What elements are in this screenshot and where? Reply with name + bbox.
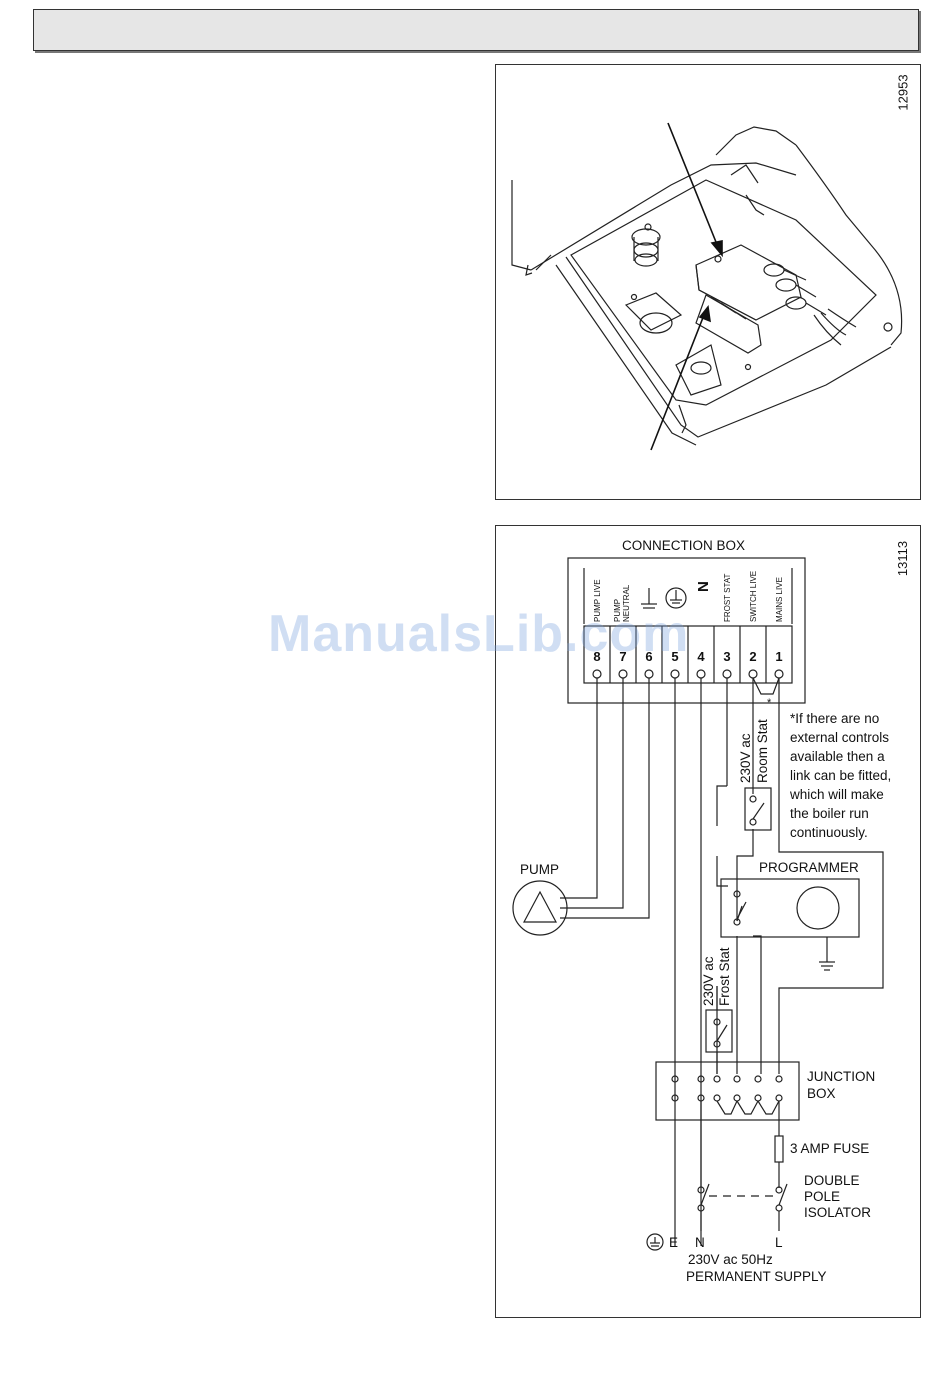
terminal-label-pump-live: PUMP LIVE <box>593 579 602 622</box>
pump-label: PUMP <box>520 862 559 877</box>
terminal-number-2: 2 <box>749 649 756 664</box>
boiler-drawing <box>511 122 903 451</box>
supply-terminal-e: E <box>669 1235 678 1250</box>
supply-terminal-n: N <box>695 1235 705 1250</box>
supply-terminal-l: L <box>775 1235 783 1250</box>
room-stat-label-1: 230V ac <box>738 733 753 783</box>
room-stat-label-2: Room Stat <box>755 719 770 783</box>
programmer-dial <box>796 886 840 930</box>
note-line-1: *If there are no <box>790 711 879 726</box>
supply-label-2: PERMANENT SUPPLY <box>686 1269 827 1284</box>
wiring-diagram: 8 7 6 5 4 3 2 1 PUMP LIVE PUMP NEUTRAL F… <box>512 538 891 1284</box>
figure-number-top: 12953 <box>895 74 911 111</box>
note-line-2: external controls <box>790 730 889 745</box>
junction-box-label-1: JUNCTION <box>807 1069 875 1084</box>
isolator-label-2: POLE <box>804 1189 840 1204</box>
isolator-label-1: DOUBLE <box>804 1173 860 1188</box>
note-line-4: link can be fitted, <box>790 768 891 783</box>
isolator-label-3: ISOLATOR <box>804 1205 871 1220</box>
connection-box-title: CONNECTION BOX <box>622 538 745 553</box>
watermark: ManualsLib.com <box>268 605 690 663</box>
junction-box <box>655 1061 800 1121</box>
terminal-number-1: 1 <box>775 649 782 664</box>
link-marker: * <box>767 697 772 709</box>
note-line-6: the boiler run <box>790 806 869 821</box>
terminal-number-3: 3 <box>723 649 730 664</box>
terminal-number-8: 8 <box>593 649 600 664</box>
frost-stat-label-2: Frost Stat <box>717 947 732 1006</box>
frost-stat-label-1: 230V ac <box>701 956 716 1006</box>
terminal-number-7: 7 <box>619 649 626 664</box>
connection-box-outline <box>567 557 806 704</box>
note-line-3: available then a <box>790 749 885 764</box>
terminal-number-6: 6 <box>645 649 652 664</box>
programmer-box <box>720 878 860 938</box>
boiler-illustration-panel: 12953 <box>495 64 921 500</box>
supply-label-1: 230V ac 50Hz <box>688 1252 773 1267</box>
wiring-diagram-panel: 13113 <box>495 525 921 1318</box>
figure-number-bottom: 13113 <box>895 540 911 577</box>
note-line-5: which will make <box>789 787 884 802</box>
pump-symbol <box>512 880 568 936</box>
fuse-label: 3 AMP FUSE <box>790 1141 869 1156</box>
programmer-label: PROGRAMMER <box>759 860 859 875</box>
junction-box-label-2: BOX <box>807 1086 836 1101</box>
terminal-label-neutral: NEUTRAL <box>622 584 631 622</box>
terminal-label-frost-stat: FROST STAT <box>723 573 732 622</box>
terminal-label-switch-live: SWITCH LIVE <box>749 571 758 622</box>
note-line-7: continuously. <box>790 825 868 840</box>
terminal-label-neutral-n: N <box>695 581 712 592</box>
terminal-number-5: 5 <box>671 649 678 664</box>
terminal-number-4: 4 <box>697 649 705 664</box>
section-header-bar <box>33 9 919 51</box>
terminal-label-pump: PUMP <box>613 599 622 622</box>
terminal-label-mains-live: MAINS LIVE <box>775 577 784 622</box>
